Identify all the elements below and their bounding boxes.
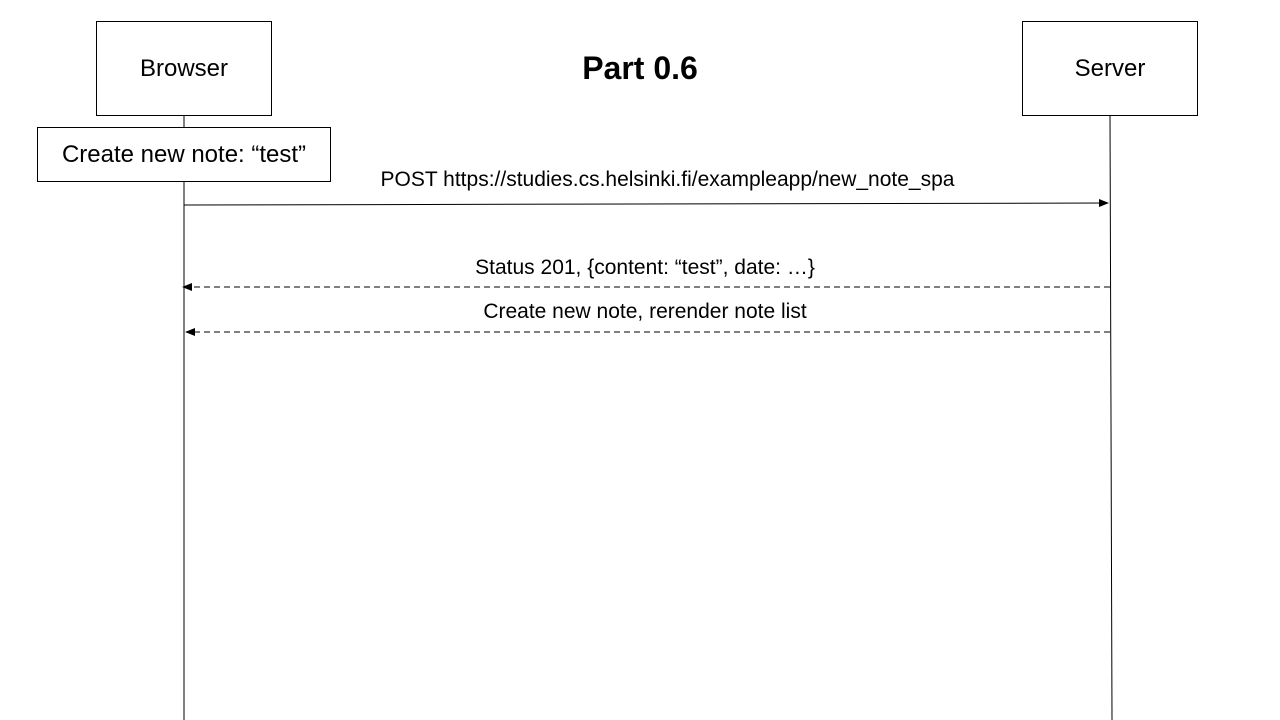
message-label-post: POST https://studies.cs.helsinki.fi/exam… — [380, 168, 955, 191]
actor-server-label: Server — [1074, 54, 1146, 82]
note-box: Create new note: “test” — [37, 127, 331, 182]
actor-server: Server — [1022, 21, 1198, 116]
actor-browser-label: Browser — [139, 54, 229, 82]
actor-browser: Browser — [96, 21, 272, 116]
message-arrow-post — [183, 199, 1109, 208]
message-label-rerender: Create new note, rerender note list — [483, 300, 807, 323]
diagram-title: Part 0.6 — [582, 50, 698, 86]
message-label-status: Status 201, {content: “test”, date: …} — [475, 256, 815, 279]
note-label: Create new note: “test” — [61, 140, 307, 168]
server-lifeline — [1109, 115, 1113, 720]
